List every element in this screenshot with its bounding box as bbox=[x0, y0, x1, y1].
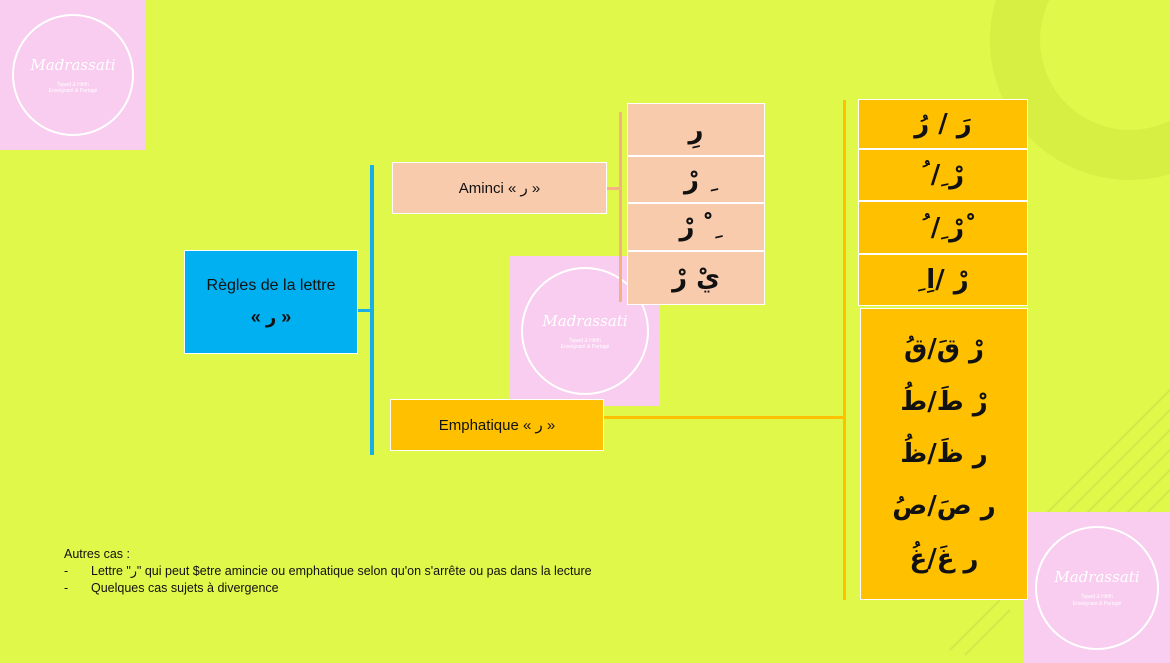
logo-tagline: Tajwid & Hifdh Enseignant & Partagé bbox=[1072, 594, 1122, 607]
logo-bottom-right: Madrassati Tajwid & Hifdh Enseignant & P… bbox=[1024, 512, 1170, 663]
blue-connector bbox=[358, 309, 372, 312]
aminci-cell: يْ رْ bbox=[627, 251, 765, 305]
emphatique-label: Emphatique « ر » bbox=[438, 417, 556, 434]
logo-top-left: Madrassati Tajwid & Hifdh Enseignant & P… bbox=[0, 0, 146, 150]
title-line2: « ر » bbox=[250, 306, 292, 327]
aminci-bracket-line bbox=[619, 112, 622, 302]
emphatique-big-line: رْ طَ/طُ bbox=[900, 386, 988, 417]
aminci-cell: ِ رْ bbox=[627, 156, 765, 203]
notes-item-text: Quelques cas sujets à divergence bbox=[91, 581, 279, 595]
notes-heading: Autres cas : bbox=[64, 547, 130, 561]
logo-brand: Madrassati bbox=[542, 311, 628, 330]
notes: Autres cas : - Lettre "ر" qui peut $etre… bbox=[64, 546, 592, 597]
logo-tagline: Tajwid & Hifdh Enseignant & Partagé bbox=[48, 81, 98, 95]
emphatique-big-line: ر غَ/غُ bbox=[909, 543, 979, 574]
title-box: Règles de la lettre « ر » bbox=[184, 250, 358, 354]
aminci-label: Aminci « ر » bbox=[458, 180, 541, 197]
emphatique-big-line: ر ظَ/ظُ bbox=[900, 438, 988, 469]
logo-brand: Madrassati bbox=[1054, 568, 1140, 586]
emphatique-cell: رْ ِ/ ُ bbox=[858, 149, 1028, 201]
aminci-connector bbox=[607, 187, 621, 190]
emphatique-cell: رْ /اِ ِ bbox=[858, 254, 1028, 306]
blue-bracket-line bbox=[370, 165, 374, 455]
emphatique-box: Emphatique « ر » bbox=[390, 399, 604, 451]
bullet-dash: - bbox=[64, 564, 69, 578]
title-line1: Règles de la lettre bbox=[206, 276, 336, 294]
emphatique-cell: ْرْ ِ/ ُ bbox=[858, 201, 1028, 254]
notes-item-text: Lettre "ر" qui peut $etre amincie ou emp… bbox=[91, 564, 592, 578]
emphatique-big-cell: رْ قَ/قُ رْ طَ/طُ ر ظَ/ظُ ر صَ/صُ ر غَ/غ… bbox=[860, 308, 1028, 600]
aminci-cell: رِ bbox=[627, 103, 765, 156]
logo-tagline: Tajwid & Hifdh Enseignant & Partagé bbox=[560, 337, 610, 351]
logo-center: Madrassati Tajwid & Hifdh Enseignant & P… bbox=[510, 256, 660, 406]
emphatique-bracket-line bbox=[843, 100, 846, 600]
emphatique-cell: رَ / رُ bbox=[858, 99, 1028, 149]
emphatique-big-line: رْ قَ/قُ bbox=[904, 334, 985, 365]
notes-item: - Quelques cas sujets à divergence bbox=[64, 580, 592, 597]
logo-brand: Madrassati bbox=[30, 55, 116, 74]
bullet-dash: - bbox=[64, 581, 69, 595]
notes-item: - Lettre "ر" qui peut $etre amincie ou e… bbox=[64, 563, 592, 580]
emphatique-big-line: ر صَ/صُ bbox=[892, 491, 996, 522]
aminci-cell: ِ ْ رْ bbox=[627, 203, 765, 251]
emphatique-connector bbox=[604, 416, 846, 419]
aminci-box: Aminci « ر » bbox=[392, 162, 607, 214]
